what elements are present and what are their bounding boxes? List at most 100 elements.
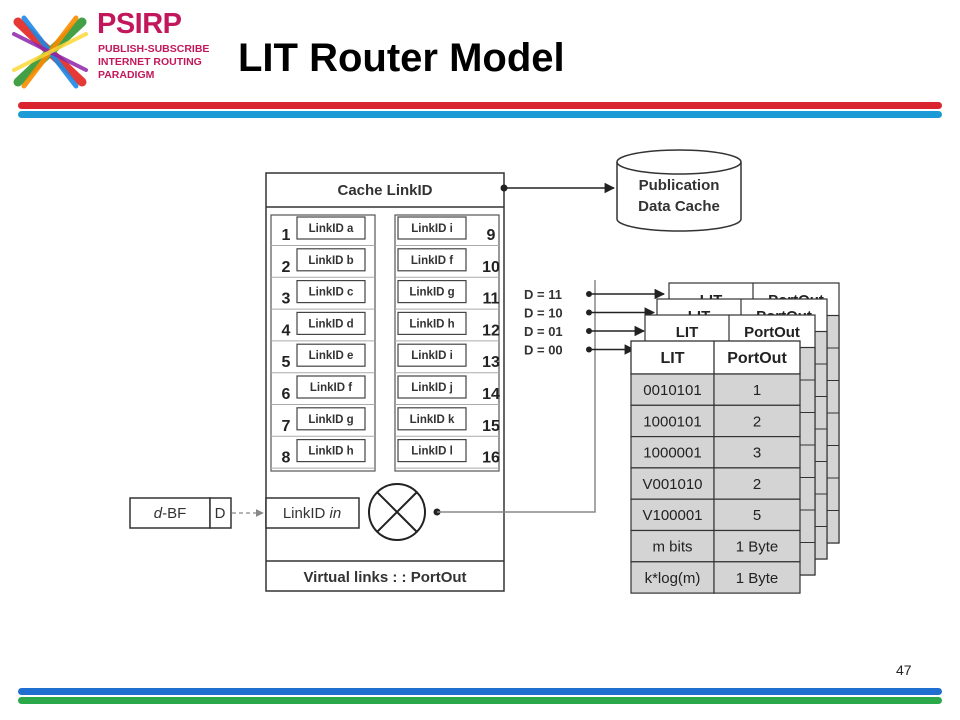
table-row: V001010 2	[630, 467, 801, 500]
linkid-box	[397, 439, 467, 463]
title-bar-red	[18, 102, 942, 109]
right-row-1: LinkID i 9	[395, 216, 499, 246]
row-number: 15	[482, 418, 500, 435]
row-number: 14	[482, 386, 500, 403]
d-label-2: D = 10	[524, 306, 563, 321]
match-output-line	[437, 280, 596, 513]
cell-portout: 5	[753, 507, 761, 524]
left-row-8: LinkID h 8	[271, 439, 375, 469]
cell-lit: V100001	[642, 507, 702, 524]
linkid-box	[296, 375, 366, 399]
logo-subtitle-line-2: INTERNET ROUTING	[98, 56, 202, 68]
logo-subtitle-line-1: PUBLISH-SUBSCRIBE	[98, 43, 210, 55]
row-number: 12	[482, 322, 500, 339]
psirp-logo-mark	[12, 15, 88, 89]
left-row-3: LinkID c 3	[271, 280, 375, 310]
row-number: 16	[482, 450, 500, 467]
cell-lit: 1000001	[643, 445, 701, 462]
cell-portout: 3	[753, 445, 761, 462]
cache-linkid-header: Cache LinkID	[337, 182, 432, 199]
footer-bar-green	[18, 697, 942, 704]
d-label-3: D = 01	[524, 324, 563, 339]
left-row-5: LinkID e 5	[271, 343, 375, 374]
cell-portout: 1 Byte	[736, 539, 779, 556]
row-number: 8	[282, 450, 291, 467]
row-number: 4	[282, 322, 291, 339]
row-number: 10	[482, 259, 500, 276]
cell-lit: k*log(m)	[645, 570, 701, 587]
linkid-box	[296, 280, 366, 304]
linkid-label: LinkID i	[411, 350, 453, 362]
linkid-label: LinkID k	[410, 414, 455, 426]
left-row-7: LinkID g 7	[271, 407, 375, 437]
logo-title: PSIRP	[97, 8, 182, 40]
left-row-6: LinkID f 6	[271, 375, 375, 405]
logo-subtitle-line-3: PARADIGM	[98, 69, 155, 81]
cell-portout: 2	[753, 476, 761, 493]
row-number: 6	[282, 386, 291, 403]
linkid-box	[397, 248, 467, 272]
row-number: 2	[282, 259, 291, 276]
linkid-box	[296, 343, 366, 367]
table-header-row	[630, 340, 801, 375]
cell-lit: m bits	[652, 539, 692, 556]
back-header-lit: LIT	[676, 324, 699, 341]
linkid-label: LinkID l	[411, 446, 453, 458]
d-label: D	[215, 505, 226, 522]
linkid-label: LinkID g	[409, 287, 454, 299]
cell-portout: 2	[753, 413, 761, 430]
linkid-box	[296, 311, 366, 335]
right-row-8: LinkID l 16	[395, 439, 500, 469]
table-row: 1000001 3	[630, 436, 801, 469]
linkid-label: LinkID d	[308, 318, 353, 330]
right-row-4: LinkID h 12	[395, 311, 500, 342]
back-header-portout: PortOut	[744, 324, 800, 341]
d-label-1: D = 11	[524, 287, 562, 302]
linkid-label: LinkID h	[409, 318, 454, 330]
linkid-label: LinkID i	[411, 223, 453, 235]
linkid-label: LinkID j	[411, 382, 453, 394]
linkid-box	[397, 343, 467, 367]
linkid-label: LinkID g	[308, 414, 353, 426]
d-selector-group: D = 11D = 10D = 01D = 00	[524, 287, 666, 358]
left-row-2: LinkID b 2	[271, 248, 375, 278]
row-number: 9	[487, 227, 496, 244]
header-portout: PortOut	[727, 350, 787, 367]
row-number: 3	[282, 291, 291, 308]
virtual-links-label: Virtual links : : PortOut	[303, 569, 466, 586]
linkid-label: LinkID e	[309, 350, 354, 362]
row-number: 5	[282, 354, 291, 371]
linkid-label: LinkID c	[309, 287, 354, 299]
linkid-box	[296, 248, 366, 272]
header-lit: LIT	[661, 350, 685, 367]
match-operator-icon	[368, 483, 426, 541]
linkid-label: LinkID f	[310, 382, 352, 394]
cell-lit: 0010101	[643, 382, 701, 399]
d-box	[209, 497, 232, 529]
slide-title: LIT Router Model	[238, 36, 565, 80]
linkid-in-box	[265, 497, 360, 529]
linkid-box	[296, 407, 366, 431]
footer-bar-blue	[18, 688, 942, 695]
linkid-in-label: LinkID in	[283, 505, 341, 522]
left-row-1: LinkID a1	[271, 216, 375, 246]
linkid-label: LinkID h	[308, 446, 353, 458]
cell-portout: 1	[753, 382, 761, 399]
left-row-4: LinkID d 4	[271, 311, 375, 342]
linkid-box	[397, 375, 467, 399]
row-number: 7	[282, 418, 291, 435]
title-bar-blue	[18, 111, 942, 118]
linkid-label: LinkID a	[309, 223, 354, 235]
cell-lit: V001010	[642, 476, 702, 493]
dbf-label: d-BF	[154, 505, 187, 522]
table-row: V100001 5	[630, 498, 801, 532]
linkid-box	[296, 216, 366, 240]
linkid-box	[296, 439, 366, 463]
linkid-label: LinkID b	[308, 255, 353, 267]
linkid-box	[397, 216, 467, 240]
